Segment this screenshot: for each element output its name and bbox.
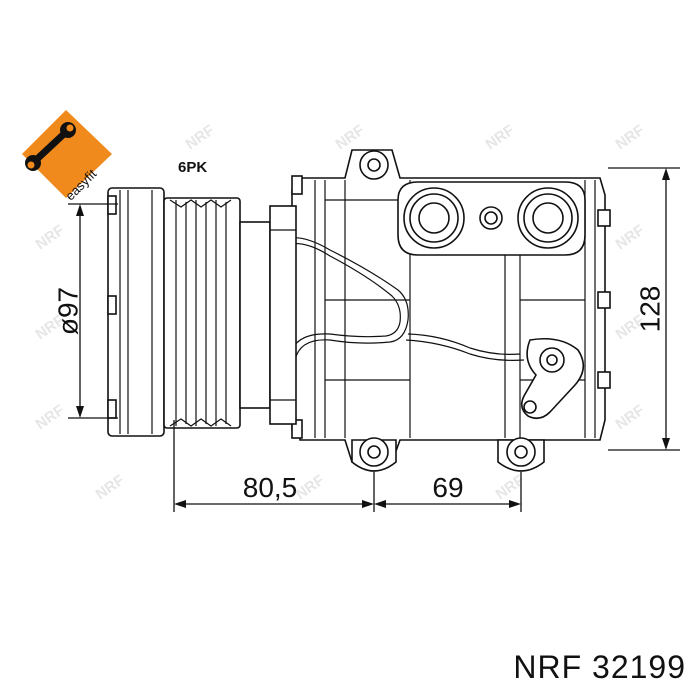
- watermark: NRF: [293, 472, 328, 504]
- watermark: NRF: [493, 472, 528, 504]
- badge-diamond: [22, 110, 112, 198]
- easyfit-badge: easyfit: [22, 110, 112, 203]
- watermark: NRF: [333, 122, 368, 154]
- part-number: NRF 32199: [513, 649, 686, 685]
- belt-type-label: 6PK: [178, 159, 207, 176]
- watermark: NRF: [183, 122, 218, 154]
- watermark: NRF: [613, 122, 648, 154]
- pulley-diameter-label: ø97: [52, 287, 83, 335]
- wrench-icon: [25, 122, 76, 171]
- height-label: 128: [634, 286, 665, 333]
- mount-spacing-label: 69: [432, 472, 463, 503]
- watermark: NRF: [93, 472, 128, 504]
- pulley-to-mount-label: 80,5: [243, 472, 298, 503]
- watermark: NRF: [613, 222, 648, 254]
- watermark: NRF: [33, 222, 68, 254]
- watermark: NRF: [483, 122, 518, 154]
- clutch-pulley: [107, 187, 297, 437]
- watermark: NRF: [33, 402, 68, 434]
- compressor-body: [291, 149, 611, 472]
- dimension-lines: [68, 167, 680, 512]
- watermark: NRF: [613, 402, 648, 434]
